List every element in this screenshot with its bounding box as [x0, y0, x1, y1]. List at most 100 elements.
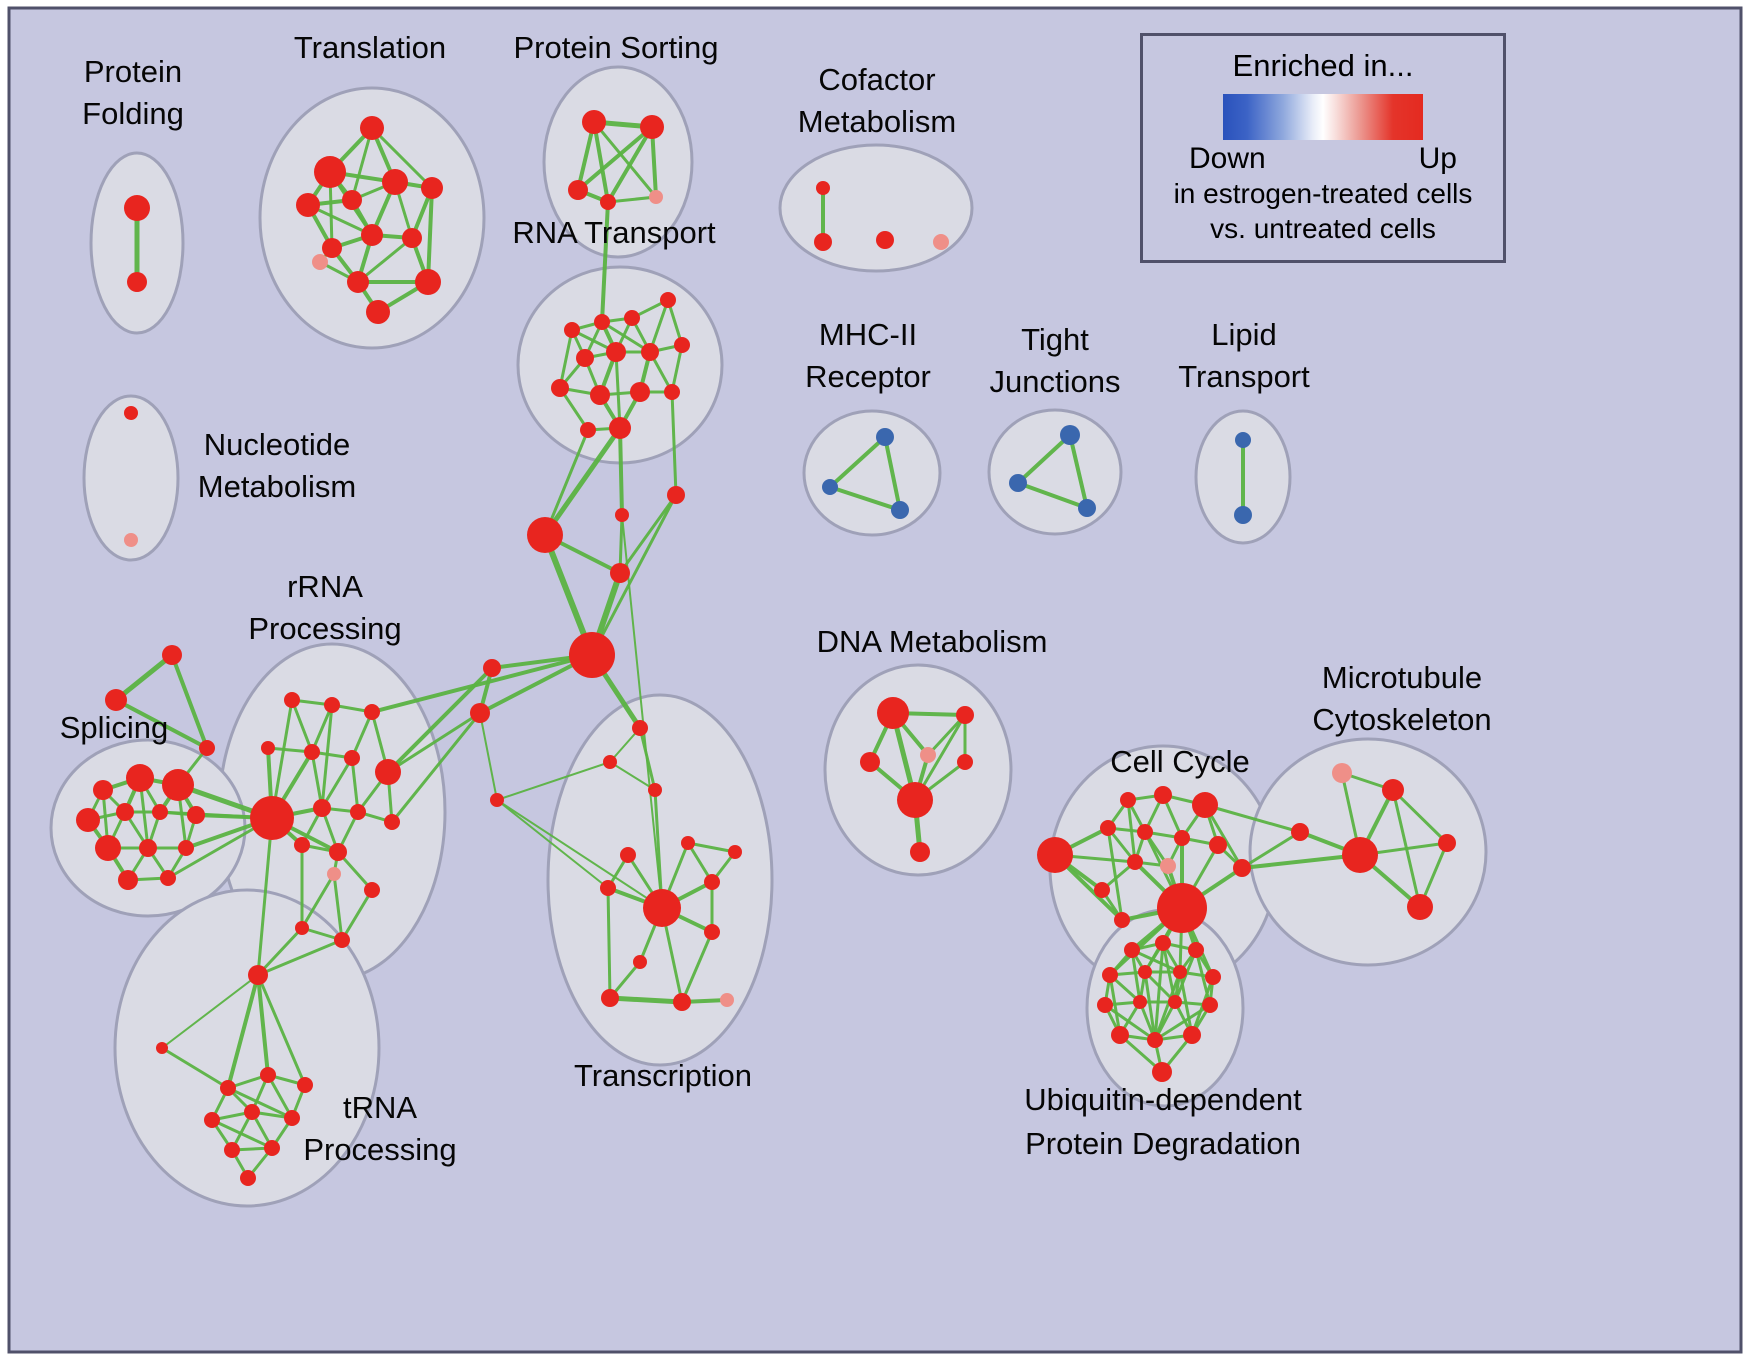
network-node-ps5	[649, 190, 663, 204]
cluster-tight-junctions	[987, 408, 1123, 536]
network-node-rr14	[327, 867, 341, 881]
network-node-nm2	[124, 533, 138, 547]
network-edge	[114, 698, 209, 750]
network-node-rt1	[564, 322, 580, 338]
network-edge	[828, 435, 887, 489]
label-lipid-transport: Lipid	[1211, 317, 1277, 352]
network-node-cf2	[814, 233, 832, 251]
network-node-rt12	[664, 384, 680, 400]
network-node-mc2	[1382, 779, 1404, 801]
network-node-rr6	[344, 750, 360, 766]
network-node-mc3	[1291, 823, 1309, 841]
network-node-rr17	[334, 932, 350, 948]
network-node-dm6	[897, 782, 933, 818]
network-node-sp8	[95, 835, 121, 861]
network-node-rr11	[384, 814, 400, 830]
network-node-tn2	[156, 1042, 168, 1054]
network-node-rr2	[324, 697, 340, 713]
network-node-sp1	[93, 780, 113, 800]
network-edge	[621, 514, 663, 909]
network-node-dm3	[860, 752, 880, 772]
network-node-cf4	[933, 234, 949, 250]
network-node-mh2	[822, 479, 838, 495]
network-node-cn4	[610, 563, 630, 583]
network-node-tc14	[720, 993, 734, 1007]
network-edge	[1143, 970, 1157, 1042]
network-edge	[370, 653, 594, 714]
edges-layer	[86, 119, 1449, 1180]
legend-up-label: Up	[1418, 142, 1457, 175]
network-node-tl4	[342, 190, 362, 210]
network-node-cn8	[490, 793, 504, 807]
network-node-mc1	[1332, 763, 1352, 783]
network-node-dm2	[956, 706, 974, 724]
network-node-rr9	[313, 799, 331, 817]
label-lipid-transport: Transport	[1178, 359, 1310, 394]
label-ubiquitin-degradation: Protein Degradation	[1025, 1126, 1301, 1161]
network-node-rt9	[551, 379, 569, 397]
network-node-rt5	[674, 337, 690, 353]
network-node-cc8	[1209, 836, 1227, 854]
legend-caption-line1: in estrogen-treated cells	[1173, 178, 1473, 209]
network-node-tl7	[361, 224, 383, 246]
network-node-tn3	[220, 1080, 236, 1096]
network-node-ub14	[1183, 1026, 1201, 1044]
network-node-ub4	[1102, 967, 1118, 983]
network-node-tl3	[296, 193, 320, 217]
network-edge	[256, 973, 307, 1087]
network-node-sp2	[126, 764, 154, 792]
network-node-tl5	[382, 169, 408, 195]
network-node-cc6	[1137, 824, 1153, 840]
network-node-rr10	[350, 804, 366, 820]
network-node-sp9	[139, 839, 157, 857]
network-edge	[828, 485, 902, 512]
legend-down-label: Down	[1189, 142, 1266, 175]
network-node-ub10	[1168, 995, 1182, 1009]
network-edge	[350, 756, 360, 814]
legend-gradient-bar	[1223, 94, 1423, 140]
legend-caption-line2: vs. untreated cells	[1210, 213, 1436, 244]
network-node-cc2	[1120, 792, 1136, 808]
network-node-rt6	[641, 343, 659, 361]
network-node-st2	[105, 689, 127, 711]
network-node-cc10	[1160, 858, 1176, 874]
network-node-ub3	[1188, 942, 1204, 958]
nodes-layer	[76, 110, 1456, 1186]
label-tight-junctions: Junctions	[990, 364, 1121, 399]
network-node-rt11	[630, 382, 650, 402]
network-node-rt4	[660, 292, 676, 308]
network-node-ps1	[582, 110, 606, 134]
network-node-tn7	[244, 1104, 260, 1120]
network-node-rr3	[364, 704, 380, 720]
network-node-tj2	[1009, 474, 1027, 492]
network-node-rt10	[590, 385, 610, 405]
network-node-rr13	[329, 843, 347, 861]
network-edge	[1240, 830, 1302, 870]
network-node-tn9	[224, 1142, 240, 1158]
clusters-layer	[49, 65, 1488, 1208]
network-node-pf1	[124, 195, 150, 221]
network-edge	[600, 200, 610, 324]
label-cell-cycle: Cell Cycle	[1110, 744, 1250, 779]
network-node-rr7	[375, 759, 401, 785]
network-node-ps3	[568, 180, 588, 200]
network-edge	[350, 710, 374, 760]
network-node-tj3	[1078, 499, 1096, 517]
label-microtubule-cytoskeleton: Cytoskeleton	[1312, 702, 1491, 737]
network-node-sp7	[187, 806, 205, 824]
network-node-tl12	[415, 269, 441, 295]
label-microtubule-cytoskeleton: Microtubule	[1322, 660, 1482, 695]
network-node-ub2	[1155, 935, 1171, 951]
network-edge	[1240, 853, 1362, 870]
network-node-tn6	[204, 1112, 220, 1128]
legend-title: Enriched in...	[1232, 48, 1414, 83]
network-node-ub5	[1138, 965, 1152, 979]
network-node-tc13	[673, 993, 691, 1011]
label-dna-metabolism: DNA Metabolism	[817, 624, 1048, 659]
network-node-tl2	[314, 156, 346, 188]
network-node-mc6	[1407, 894, 1433, 920]
network-edge	[350, 126, 374, 202]
network-edge	[543, 428, 590, 537]
network-edge	[576, 125, 654, 192]
